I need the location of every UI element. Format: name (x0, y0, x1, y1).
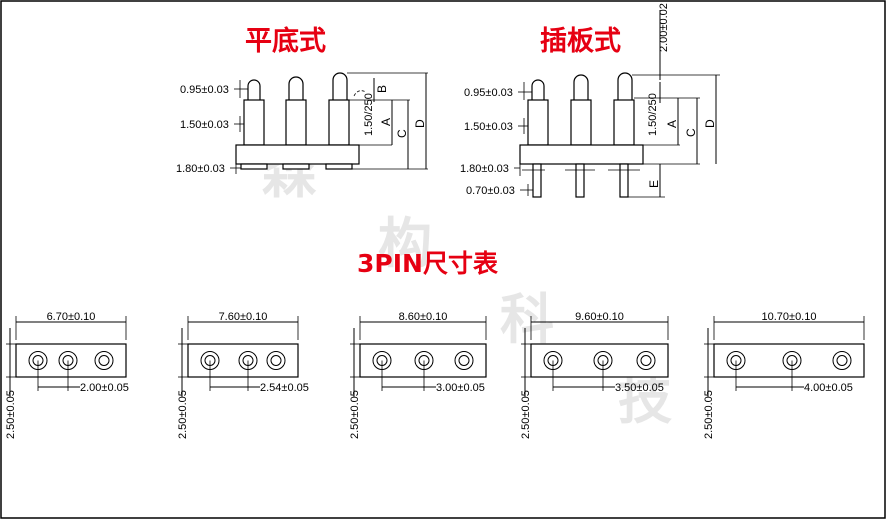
insert-dim-leg: 0.70±0.03 (466, 185, 515, 197)
footprint-height: 2.50±0.05 (349, 390, 361, 439)
pin-barrel (285, 99, 307, 146)
footprint-pitch: 2.00±0.05 (80, 382, 129, 394)
footprint-2: 7.60±0.10 2.54±0.05 2.50±0.05 (177, 311, 309, 439)
footprint-width: 10.70±0.10 (762, 311, 817, 323)
watermark-char: 技 (618, 368, 672, 431)
pin-base (519, 144, 644, 165)
pin-hole-inner (640, 355, 652, 366)
footprint-height: 2.50±0.05 (177, 390, 189, 439)
pin-barrel (527, 99, 549, 146)
footprint-width: 7.60±0.10 (219, 311, 268, 323)
footprint-width: 8.60±0.10 (399, 311, 448, 323)
pin-leg (619, 163, 629, 198)
pin-base (235, 144, 360, 165)
flat-dim-barrel: 1.50±0.03 (180, 119, 229, 131)
pin-hole-inner (98, 355, 110, 366)
pin-hole (832, 351, 852, 370)
pin-barrel (243, 99, 265, 146)
pin-barrel (613, 99, 635, 146)
footprint-height: 2.50±0.05 (703, 390, 715, 439)
pin-foot (325, 163, 353, 170)
footprint-3: 8.60±0.10 3.00±0.05 2.50±0.05 (349, 311, 487, 439)
title-flat: 平底式 (245, 25, 326, 57)
insert-dim-tip: 0.95±0.03 (464, 87, 513, 99)
pin-hole (94, 351, 114, 370)
footprint-pitch: 2.54±0.05 (260, 382, 309, 394)
pin-barrel (570, 99, 592, 146)
footprint-1: 6.70±0.10 2.00±0.05 2.50±0.05 (5, 311, 129, 439)
pin-barrel (328, 99, 350, 146)
pin-hole (266, 351, 286, 370)
title-table: 3PIN尺寸表 (357, 249, 499, 278)
footprint-5: 10.70±0.10 4.00±0.05 2.50±0.05 (703, 311, 865, 439)
insert-type-drawing: 2.00±0.02 0.95±0.03 1.50±0.03 1.80±0.03 … (460, 3, 720, 198)
footprint-pitch: 4.00±0.05 (804, 382, 853, 394)
pin-foot (282, 163, 310, 170)
pin-hole-inner (270, 355, 282, 366)
pin-hole-inner (458, 355, 470, 366)
flat-label-b: B (375, 85, 389, 93)
footprint-table: 6.70±0.10 2.00±0.05 2.50±0.05 7.60±0.10 2.54… (5, 311, 865, 439)
flat-dim-base: 1.80±0.03 (176, 163, 225, 175)
insert-label-a: A (665, 120, 679, 128)
flat-label-a: A (379, 118, 393, 126)
flat-dim-tip: 0.95±0.03 (180, 84, 229, 96)
insert-dim-top: 2.00±0.02 (658, 3, 670, 52)
footprint-4: 9.60±0.10 3.50±0.05 2.50±0.05 (520, 311, 669, 439)
footprint-body (359, 343, 487, 378)
footprint-body (15, 343, 127, 378)
insert-dim-barrel: 1.50±0.03 (464, 121, 513, 133)
watermark-char: 构 (378, 212, 432, 275)
watermark: 森 构 科 技 (262, 142, 672, 431)
title-insert: 插板式 (540, 26, 621, 57)
flat-type-drawing: 0.95±0.03 1.50±0.03 1.80±0.03 B 1.50/250… (176, 72, 428, 175)
flat-label-d: D (413, 119, 427, 128)
footprint-width: 9.60±0.10 (575, 311, 624, 323)
footprint-width: 6.70±0.10 (47, 311, 96, 323)
insert-label-c: C (684, 128, 698, 137)
pin-hole-inner (836, 355, 848, 366)
footprint-body (713, 343, 865, 378)
footprint-pitch: 3.50±0.05 (615, 382, 664, 394)
pin-leg (532, 163, 542, 198)
pin-leg (575, 163, 585, 198)
footprint-body (530, 343, 669, 378)
watermark-char: 科 (500, 288, 554, 351)
insert-dim-base: 1.80±0.03 (460, 163, 509, 175)
pin-foot (240, 163, 268, 170)
insert-label-e: E (647, 180, 661, 188)
footprint-height: 2.50±0.05 (5, 390, 17, 439)
insert-label-stroke: 1.50/250 (647, 93, 659, 136)
footprint-pitch: 3.00±0.05 (436, 382, 485, 394)
flat-label-stroke: 1.50/250 (363, 93, 375, 136)
flat-label-c: C (395, 129, 409, 138)
footprint-height: 2.50±0.05 (520, 390, 532, 439)
pin-hole (454, 351, 474, 370)
insert-label-d: D (703, 119, 717, 128)
pin-hole (636, 351, 656, 370)
